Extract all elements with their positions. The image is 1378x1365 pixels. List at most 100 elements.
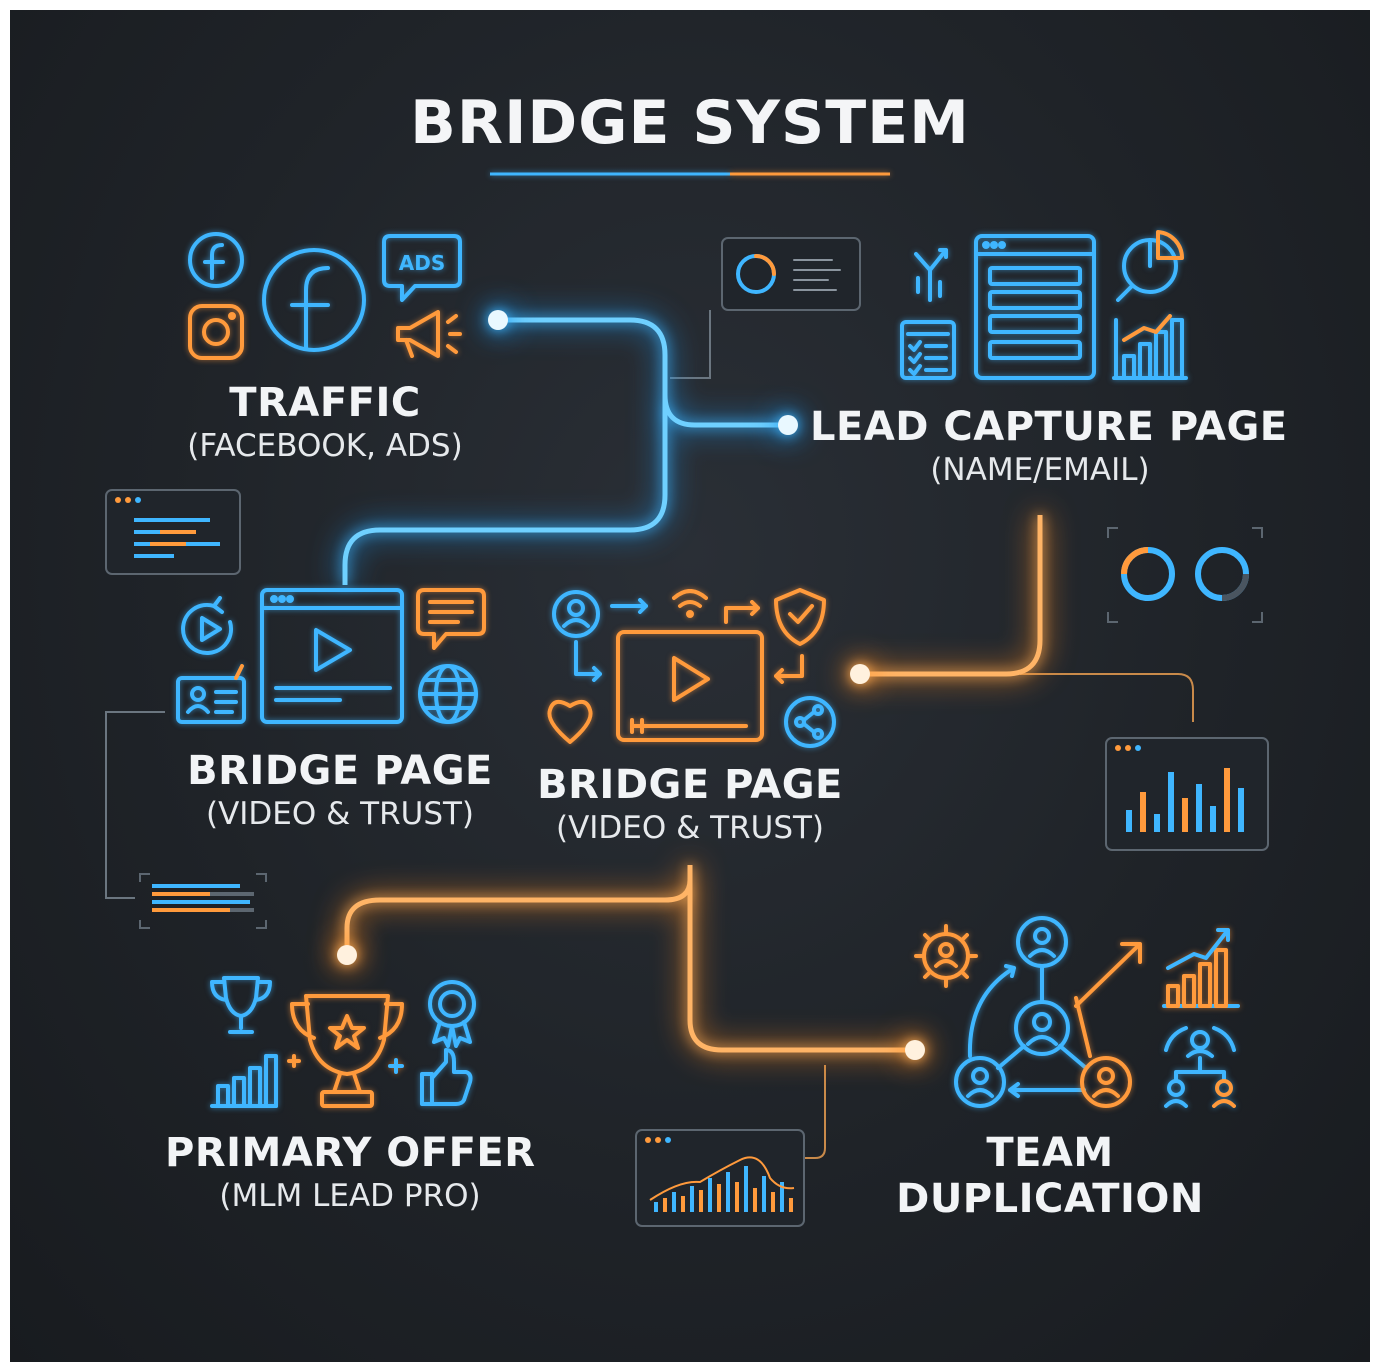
checklist-icon <box>900 320 956 380</box>
decor-bar <box>744 1166 748 1212</box>
facebook-icon <box>188 232 244 288</box>
decor-bar <box>771 1192 775 1212</box>
traffic-icons: ADS <box>188 232 462 360</box>
decor-bar <box>717 1184 721 1212</box>
node-title: BRIDGE PAGE <box>537 762 843 808</box>
bar-chart-icon <box>1112 314 1188 380</box>
orange-connector-team <box>687 880 915 1053</box>
node-team: TEAM DUPLICATION <box>890 1130 1210 1222</box>
form-window-icon <box>974 234 1096 380</box>
orange-connector-lead <box>860 515 1043 677</box>
decor-bar <box>1182 798 1188 832</box>
trophy-icon <box>210 976 272 1034</box>
decor-bar <box>654 1202 658 1212</box>
decor-bar <box>672 1192 676 1212</box>
orange-node-dot <box>337 945 357 965</box>
decor-bar <box>789 1198 793 1212</box>
thin-connector-orange-1 <box>1020 673 1194 722</box>
bar-chart-card <box>1105 737 1269 851</box>
blue-connector-traffic <box>498 317 788 428</box>
decor-bar <box>690 1186 694 1212</box>
facebook-large-icon <box>262 248 366 352</box>
node-title: TRAFFIC <box>229 380 421 426</box>
decor-bar <box>1238 788 1244 832</box>
blue-node-dot <box>488 310 508 330</box>
split-arrows-icon <box>914 248 948 302</box>
blue-flow <box>342 317 788 585</box>
decor-bar <box>663 1198 667 1212</box>
decor-bar <box>1224 768 1230 832</box>
video-player-icon <box>616 630 764 742</box>
orange-flow <box>344 515 1043 1053</box>
arrow-icon <box>774 654 804 684</box>
node-bridge-center: BRIDGE PAGE (VIDEO & TRUST) <box>530 762 850 848</box>
gauge-card <box>1107 527 1263 623</box>
megaphone-icon <box>396 310 462 358</box>
growth-arrow-icon <box>1074 942 1142 1008</box>
heart-icon <box>547 699 593 744</box>
page-title: BRIDGE SYSTEM <box>410 88 970 158</box>
share-icon <box>784 696 836 748</box>
wifi-icon <box>672 589 708 618</box>
decor-bar <box>1210 806 1216 832</box>
orange-node-dot <box>850 664 870 684</box>
node-title-line2: DUPLICATION <box>896 1176 1204 1222</box>
blue-node-dot <box>778 415 798 435</box>
decor-bar <box>1168 772 1174 832</box>
decor-bar <box>699 1190 703 1212</box>
team-icons <box>914 916 1240 1108</box>
node-subtitle: (MLM LEAD PRO) <box>219 1178 481 1214</box>
primary-offer-icons <box>210 976 476 1108</box>
decor-bar <box>708 1178 712 1212</box>
thin-connectors <box>105 310 711 899</box>
orange-node-dot <box>905 1040 925 1060</box>
decor-bar <box>735 1182 739 1212</box>
award-badge-icon <box>428 980 476 1048</box>
user-icon <box>552 590 600 638</box>
area-chart-card <box>635 1129 805 1227</box>
shield-check-icon <box>774 588 826 646</box>
arrow-icon <box>574 640 602 682</box>
node-title: BRIDGE PAGE <box>187 748 493 794</box>
decor-bar <box>753 1188 757 1212</box>
node-subtitle: (VIDEO & TRUST) <box>205 796 475 832</box>
bar-chart-icon <box>210 1054 278 1108</box>
lead-capture-icons <box>721 230 1188 380</box>
instagram-icon <box>188 304 244 360</box>
node-title-line1: TEAM <box>986 1130 1114 1176</box>
flow-diagram: ADS <box>105 172 1269 1227</box>
decor-bar <box>1126 810 1132 832</box>
chat-bubble-icon <box>416 588 486 650</box>
node-bridge-left: BRIDGE PAGE (VIDEO & TRUST) <box>180 748 500 834</box>
bridge-center-icons <box>547 588 836 748</box>
decor-bar <box>681 1196 685 1212</box>
decor-bar <box>1154 814 1160 832</box>
lines-card <box>139 873 267 929</box>
node-lead-capture: LEAD CAPTURE PAGE (NAME/EMAIL) <box>810 404 1287 490</box>
blue-connector-bridge <box>342 395 668 585</box>
thumbs-up-icon <box>420 1048 473 1106</box>
decor-bar <box>726 1172 730 1212</box>
globe-icon <box>418 664 478 724</box>
org-chart-icon <box>1164 1026 1236 1108</box>
id-card-icon <box>176 664 246 724</box>
ads-speech-bubble-icon: ADS <box>382 234 462 302</box>
node-subtitle: (VIDEO & TRUST) <box>555 810 825 846</box>
code-card <box>105 489 241 575</box>
orange-connector-offer <box>344 865 693 955</box>
decor-bar <box>1196 784 1202 832</box>
pie-chart-icon <box>1116 230 1185 302</box>
node-traffic: TRAFFIC (FACEBOOK, ADS) <box>160 380 490 466</box>
trophy-star-icon <box>287 994 404 1108</box>
decor-bar <box>780 1182 784 1212</box>
node-subtitle: (FACEBOOK, ADS) <box>187 428 463 464</box>
user-icon-orange <box>1074 996 1132 1108</box>
bar-chart-icon <box>1162 928 1240 1008</box>
user-network-icon <box>954 916 1088 1108</box>
decor-bar <box>1140 792 1146 832</box>
diagram-panel: BRIDGE SYSTEM <box>10 10 1370 1362</box>
node-title: PRIMARY OFFER <box>165 1130 536 1176</box>
svg-text:ADS: ADS <box>399 251 445 275</box>
arrow-icon <box>724 600 760 624</box>
bridge-left-icons <box>176 588 486 724</box>
